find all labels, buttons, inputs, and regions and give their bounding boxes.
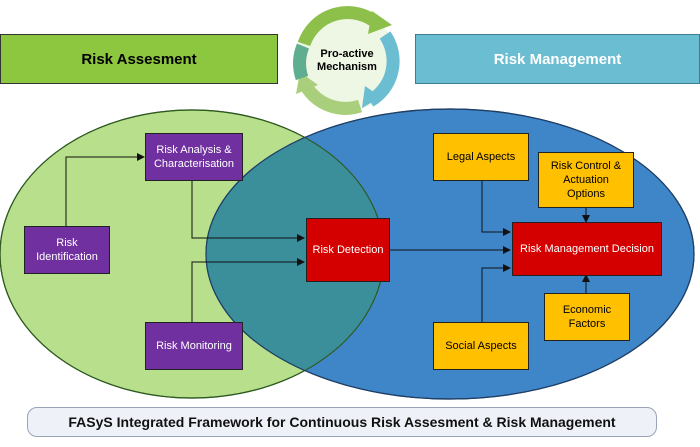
risk-monitoring-box: Risk Monitoring [145, 322, 243, 370]
risk-assessment-header: Risk Assesment [0, 34, 278, 84]
connectors [65, 153, 590, 322]
risk-management-decision-box: Risk Management Decision [512, 222, 662, 276]
connector-legal-to-decision [481, 180, 511, 236]
connector-analysis-to-detection [191, 180, 305, 242]
risk-identification-box: Risk Identification [24, 226, 110, 274]
risk-analysis-box: Risk Analysis & Characterisation [145, 133, 243, 181]
connector-monitoring-to-detection [191, 258, 305, 322]
pro-active-mechanism-label: Pro-active Mechanism [317, 48, 377, 73]
cycle-arrows-icon [293, 6, 400, 115]
economic-factors-box: Economic Factors [544, 293, 630, 341]
connector-identification-to-analysis [65, 153, 145, 226]
social-aspects-box: Social Aspects [433, 322, 529, 370]
overlap-region [206, 110, 384, 398]
connector-social-to-decision [481, 264, 511, 322]
legal-aspects-box: Legal Aspects [433, 133, 529, 181]
risk-management-header: Risk Management [415, 34, 700, 84]
risk-detection-box: Risk Detection [306, 218, 390, 282]
risk-control-box: Risk Control & Actuation Options [538, 152, 634, 208]
framework-caption: FASyS Integrated Framework for Continuou… [27, 407, 657, 437]
